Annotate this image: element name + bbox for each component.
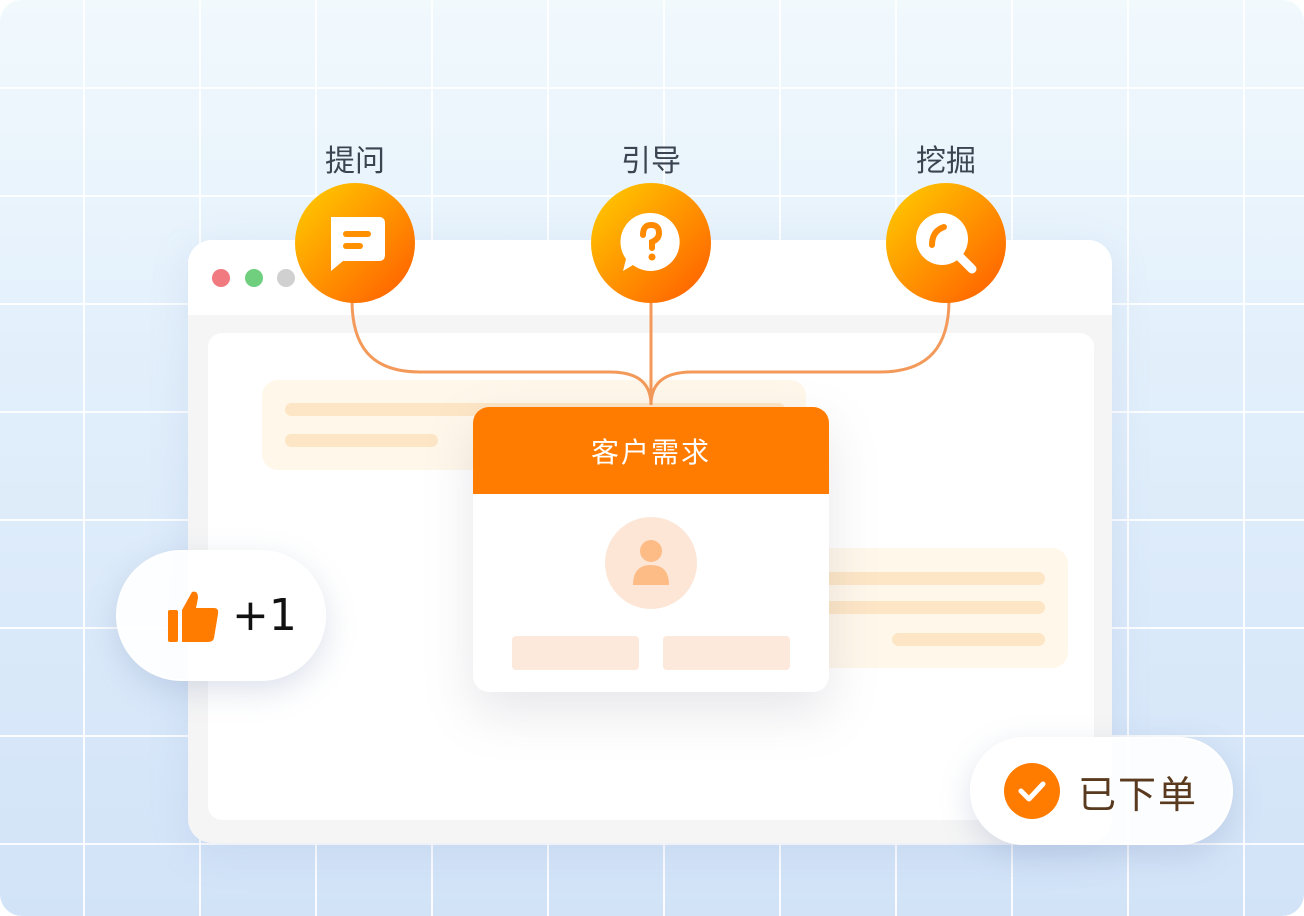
card-title: 客户需求 bbox=[473, 407, 829, 494]
user-icon bbox=[633, 540, 669, 585]
like-badge: +1 bbox=[116, 550, 326, 681]
close-dot bbox=[212, 269, 230, 287]
check-icon bbox=[1004, 763, 1060, 819]
avatar bbox=[605, 517, 697, 609]
step-guide bbox=[591, 183, 711, 303]
search-icon bbox=[916, 213, 977, 274]
step-explore bbox=[886, 183, 1006, 303]
chat-icon bbox=[331, 217, 385, 271]
like-count: +1 bbox=[232, 590, 297, 641]
step-label-ask: 提问 bbox=[325, 144, 385, 179]
step-ask bbox=[295, 183, 415, 303]
card-placeholder-button bbox=[512, 636, 639, 670]
customer-needs-card: 客户需求 bbox=[473, 407, 829, 692]
minimize-dot bbox=[277, 269, 295, 287]
placeholder-line bbox=[820, 572, 1045, 585]
placeholder-line bbox=[285, 434, 438, 447]
order-status-text: 已下单 bbox=[1078, 772, 1199, 817]
order-status-badge: 已下单 bbox=[970, 737, 1233, 845]
card-placeholder-button bbox=[663, 636, 790, 670]
step-label-guide: 引导 bbox=[621, 144, 681, 179]
step-label-explore: 挖掘 bbox=[916, 144, 976, 179]
maximize-dot bbox=[245, 269, 263, 287]
connector-right bbox=[649, 299, 951, 406]
placeholder-line bbox=[820, 601, 1045, 614]
question-icon bbox=[620, 212, 680, 271]
thumbs-up-icon bbox=[168, 591, 219, 642]
connector-left bbox=[350, 299, 653, 406]
placeholder-card-right bbox=[790, 548, 1068, 668]
placeholder-line bbox=[892, 633, 1045, 646]
